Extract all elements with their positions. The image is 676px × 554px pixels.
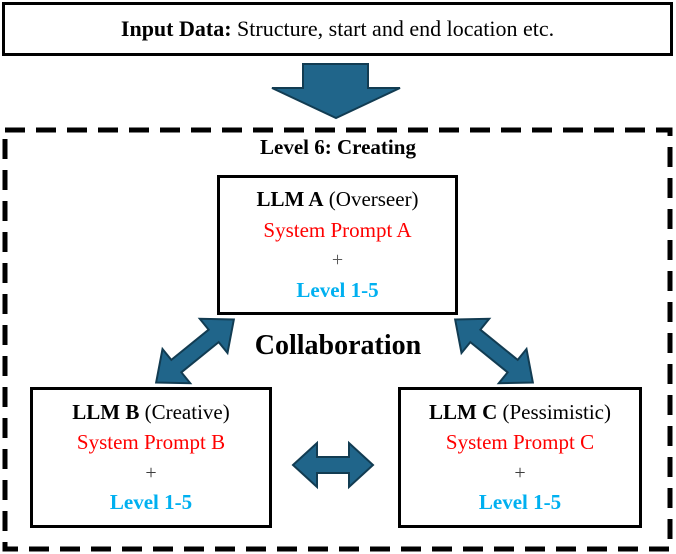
llm-b-system-prompt: System Prompt B [76, 430, 226, 455]
llm-a-level-label: Level 1-5 [296, 277, 379, 302]
llm-a-title: LLM A (Overseer) [220, 188, 455, 211]
input-data-description: Structure, start and end location etc. [231, 16, 555, 41]
llm-a-plus-sign: + [331, 249, 344, 272]
input-data-label: Input Data: [120, 16, 232, 41]
llm-b-box: LLM B (Creative) System Prompt B + Level… [30, 387, 272, 528]
llm-a-name: LLM A [256, 187, 324, 212]
level6-title: Level 6: Creating [260, 135, 416, 159]
double-arrow-a-c-icon [453, 317, 535, 385]
input-data-box: Input Data: Structure, start and end loc… [2, 2, 673, 56]
double-arrow-b-c-icon [291, 440, 375, 490]
level6-dashed-container-border [2, 127, 673, 552]
llm-c-name: LLM C [429, 399, 498, 424]
collaboration-label: Collaboration [254, 330, 422, 361]
llm-c-title: LLM C (Pessimistic) [401, 399, 639, 424]
llm-a-box: LLM A (Overseer) System Prompt A + Level… [217, 175, 458, 315]
llm-b-level-label: Level 1-5 [109, 490, 193, 515]
llm-c-plus-sign: + [514, 461, 526, 484]
double-arrow-a-b-icon [154, 317, 236, 385]
llm-b-role: (Creative) [139, 399, 230, 424]
llm-a-system-prompt: System Prompt A [263, 217, 412, 242]
llm-b-name: LLM B [72, 399, 140, 424]
llm-c-box: LLM C (Pessimistic) System Prompt C + Le… [398, 387, 642, 528]
down-arrow-icon [271, 63, 401, 120]
llm-b-plus-sign: + [145, 461, 157, 484]
llm-c-level-label: Level 1-5 [478, 490, 562, 515]
llm-c-system-prompt: System Prompt C [445, 430, 595, 455]
llm-b-title: LLM B (Creative) [33, 399, 269, 424]
llm-a-role: (Overseer) [323, 187, 419, 212]
llm-c-role: (Pessimistic) [497, 399, 612, 424]
